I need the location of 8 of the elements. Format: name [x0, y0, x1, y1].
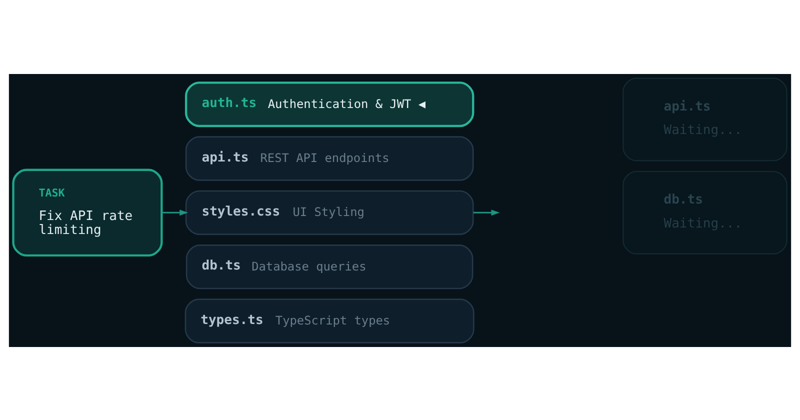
node-box: types.ts TypeScript types: [184, 298, 474, 343]
node-box: api.ts REST API endpoints: [185, 136, 474, 180]
node-box: auth.ts Authentication & JWT ◀: [184, 81, 474, 127]
arrow: [162, 209, 188, 216]
arrow: [473, 209, 500, 216]
node-box: TASK Fix API rate limiting: [12, 168, 163, 256]
node-box: db.ts Database queries: [186, 244, 474, 289]
node-box: styles.css UI Styling: [185, 190, 474, 234]
